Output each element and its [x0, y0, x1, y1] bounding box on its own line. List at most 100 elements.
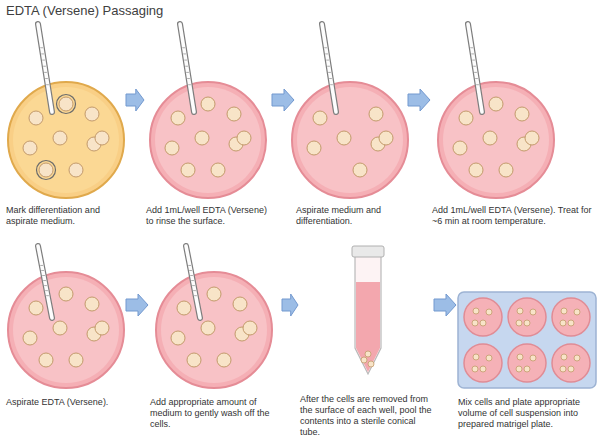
pipette-graduation [326, 60, 329, 61]
cell-colony [227, 107, 241, 121]
cell-colony [23, 331, 37, 345]
cell-colony [165, 141, 179, 155]
pipette-graduation [43, 66, 46, 67]
tube-body [355, 256, 381, 374]
pipette-graduation [188, 84, 191, 85]
cell-colony [368, 361, 374, 367]
pipette-graduation [44, 285, 47, 286]
cell-colony [480, 320, 486, 326]
cell-colony [517, 354, 523, 360]
cell-colony [201, 97, 215, 111]
step-arrow [434, 294, 456, 316]
step-arrow [126, 89, 144, 111]
cell-colony [59, 97, 73, 111]
pipette-graduation [41, 53, 44, 54]
pipette-outline [186, 246, 200, 318]
pipette-body [322, 24, 336, 112]
step-panel: Aspirate EDTA (Versene). [6, 277, 124, 408]
plate-well [552, 344, 590, 382]
cell-colony [95, 131, 109, 145]
pipette-graduation [185, 66, 188, 67]
cell-colony [217, 353, 231, 367]
step-arrow [282, 294, 298, 316]
culture-dish [8, 82, 124, 198]
pipette-outline [38, 246, 52, 318]
step-caption: Add 1mL/well EDTA (Versene). Treat for ~… [432, 205, 596, 227]
cell-colony [207, 287, 221, 301]
cell-colony [59, 287, 73, 301]
pipette-graduation [470, 47, 473, 48]
step-arrow [408, 89, 430, 111]
plate-body [458, 292, 596, 388]
pipette-outline [322, 24, 336, 112]
pipette-graduation [183, 53, 186, 54]
step-panel: Mix cells and plate appropriate volume o… [458, 277, 596, 430]
pipette-graduation [187, 78, 190, 79]
pipette-graduation [194, 295, 197, 296]
dish-floor [443, 87, 549, 193]
pipette-graduation [192, 285, 195, 286]
step-arrow [126, 294, 148, 316]
cell-colony [233, 297, 247, 311]
cell-colony [95, 321, 109, 335]
pipette-graduation [182, 47, 185, 48]
step-caption: Mark differentiation and aspirate medium… [6, 205, 124, 227]
step-arrow [272, 89, 294, 111]
pipette-graduation [471, 53, 474, 54]
cell-colony [361, 357, 367, 363]
cell-colony [524, 320, 530, 326]
pipette-body [186, 246, 200, 318]
step-panel: Aspirate medium and differentiation. [296, 72, 406, 227]
pipette-graduation [188, 265, 191, 266]
pipette-graduation [46, 295, 49, 296]
cell-colony [453, 141, 467, 155]
pipette-graduation [186, 72, 189, 73]
cell-colony [561, 354, 567, 360]
differentiation-mark [37, 161, 56, 180]
cell-colony [574, 355, 580, 361]
plate-well [508, 344, 546, 382]
matrigel-plate [458, 292, 596, 388]
cell-colony [486, 355, 492, 361]
pipette-graduation [189, 270, 192, 271]
pipette-graduation [327, 66, 330, 67]
pipette-graduation [473, 66, 476, 67]
pipette-graduation [474, 72, 477, 73]
cell-colony [187, 353, 201, 367]
cell-colony [353, 163, 367, 177]
cell-colony [29, 111, 43, 125]
pipette-graduation [191, 280, 194, 281]
pipette-graduation [184, 60, 187, 61]
culture-dish [292, 82, 408, 198]
culture-dish [438, 82, 554, 198]
dish-floor [13, 87, 119, 193]
culture-dish [150, 82, 266, 198]
step-panel: After the cells are removed from the sur… [300, 277, 432, 438]
cell-colony [379, 131, 393, 145]
plate-well [464, 298, 502, 336]
cell-colony [516, 366, 522, 372]
cell-colony [337, 131, 351, 145]
plate-well [508, 298, 546, 336]
cell-colony [85, 107, 99, 121]
cell-colony [525, 131, 539, 145]
pipette-graduation [329, 78, 332, 79]
step-panel: Add 1mL/well EDTA (Versene) to rinse the… [146, 72, 270, 227]
pipette-graduation [476, 84, 479, 85]
cell-colony [211, 163, 225, 177]
cell-colony [243, 321, 257, 335]
cell-colony [177, 301, 191, 315]
pipette-graduation [324, 47, 327, 48]
cell-colony [23, 141, 37, 155]
cell-colony [369, 107, 383, 121]
pipette-body [38, 24, 52, 112]
pipette-graduation [42, 275, 45, 276]
step-caption: Mix cells and plate appropriate volume o… [458, 397, 596, 430]
cell-colony [85, 297, 99, 311]
step-caption: Aspirate medium and differentiation. [296, 205, 406, 227]
pipette-graduation [45, 78, 48, 79]
cell-colony [469, 163, 483, 177]
cell-colony [472, 320, 478, 326]
cell-colony [517, 308, 523, 314]
plate-well [464, 344, 502, 382]
